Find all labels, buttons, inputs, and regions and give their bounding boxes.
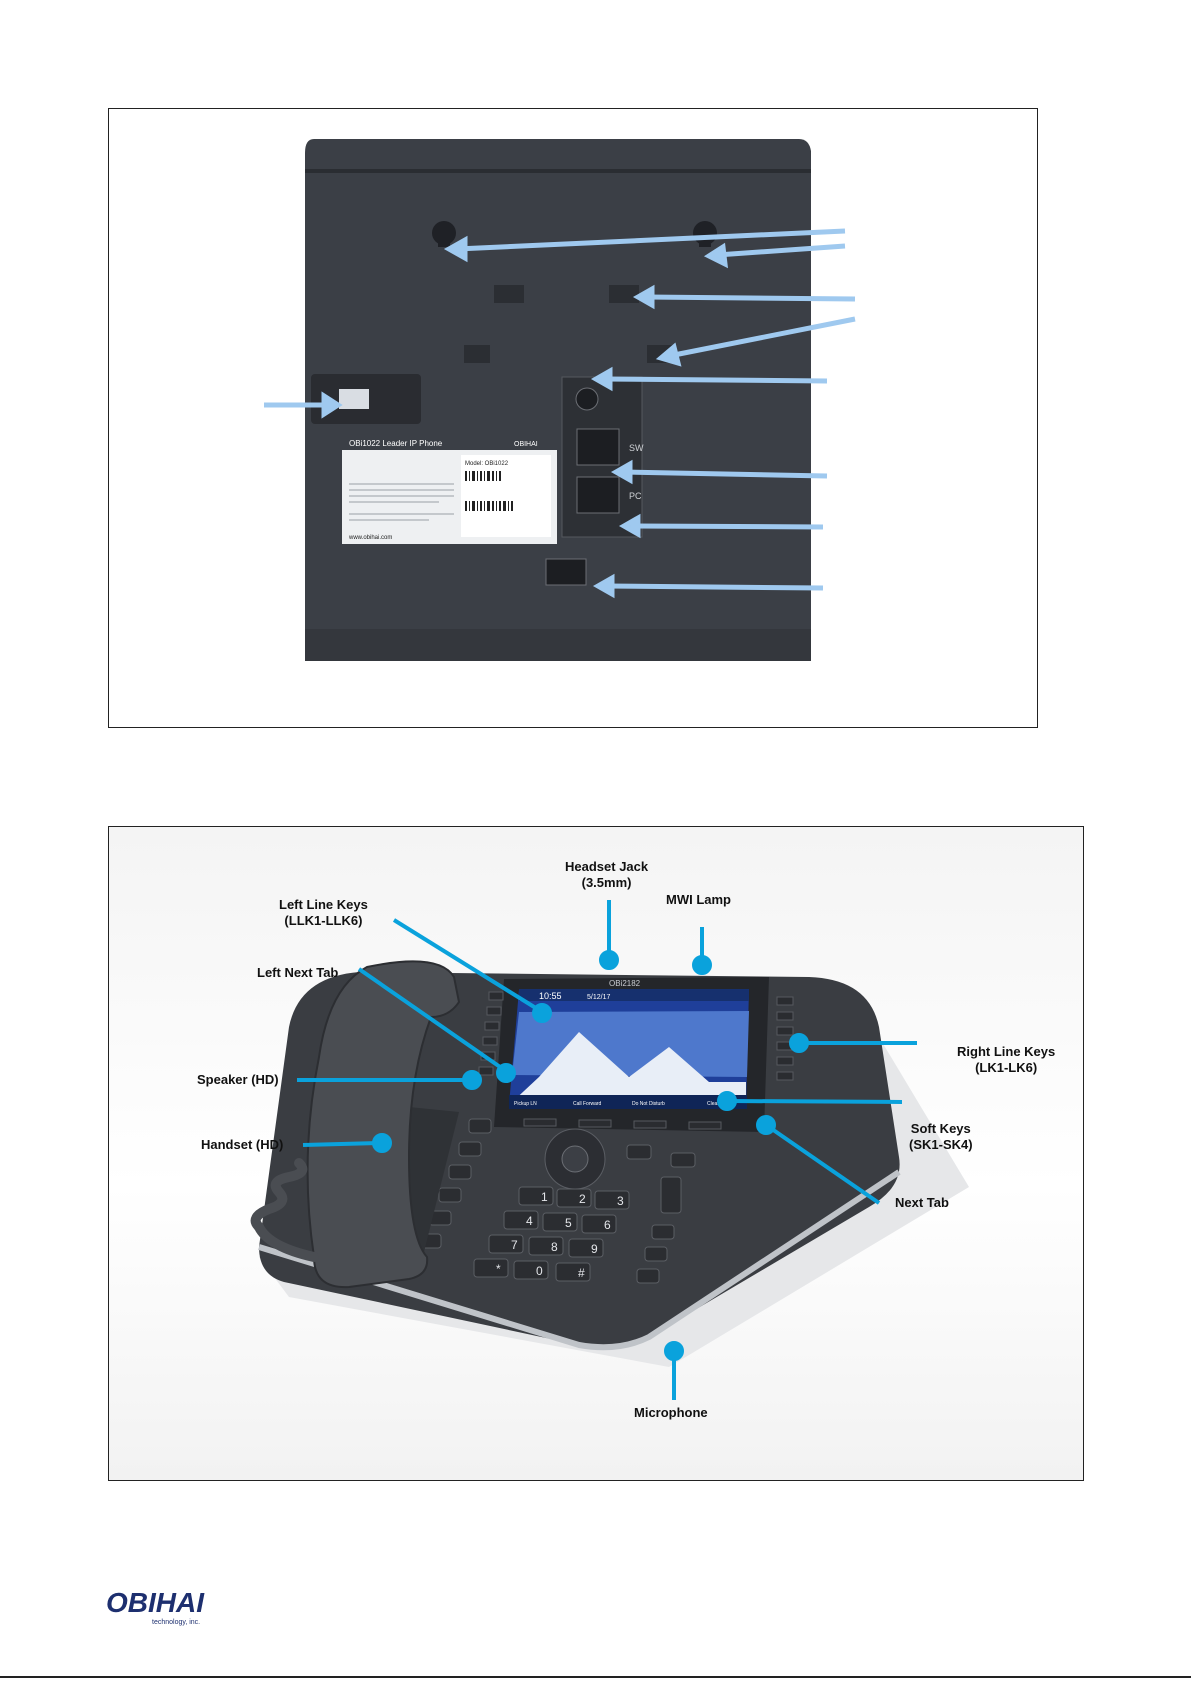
function-keys-left <box>418 1118 492 1249</box>
label-card-model: Model: OBi1022 <box>465 461 509 467</box>
svg-text:8: 8 <box>551 1240 558 1254</box>
callout-headset-jack: Headset Jack (3.5mm) <box>565 859 649 890</box>
callout-right-line-keys: Right Line Keys (LK1-LK6) <box>957 1044 1056 1075</box>
left-line-keys <box>478 991 504 1076</box>
svg-text:*: * <box>496 1262 501 1276</box>
keypad <box>473 1186 630 1282</box>
svg-text:3: 3 <box>617 1194 624 1208</box>
label-card-brand: OBIHAI <box>514 441 538 448</box>
logo-wordmark: OBIHAI <box>106 1587 204 1618</box>
usb-port <box>339 389 369 409</box>
sw-port-label: SW <box>629 443 644 453</box>
screen-softkey-3: Do Not Disturb <box>632 1101 665 1107</box>
svg-text:#: # <box>578 1266 585 1280</box>
screen-date: 5/12/17 <box>587 994 610 1001</box>
label-card-footer: www.obihai.com <box>348 535 392 541</box>
stand-slot-3 <box>464 345 490 363</box>
callout-microphone: Microphone <box>634 1405 708 1420</box>
handset <box>306 960 461 1289</box>
keyhole-left <box>432 221 456 247</box>
svg-text:4: 4 <box>526 1214 533 1228</box>
function-keys-right <box>626 1144 696 1284</box>
obihai-logo: OBIHAI technology, inc. <box>106 1588 246 1636</box>
screen-time: 10:55 <box>539 991 562 1001</box>
front-view-illustration: 10:55 5/12/17 Pickup LN Call Forward Do … <box>250 900 969 1400</box>
svg-text:1: 1 <box>541 1190 548 1204</box>
pc-port-label: PC <box>629 491 642 501</box>
front-callout-lines <box>297 900 917 1400</box>
label-card-fineprint <box>349 483 454 521</box>
callout-next-tab: Next Tab <box>895 1195 949 1210</box>
label-card-title: OBi1022 Leader IP Phone <box>349 439 443 448</box>
screen-softkey-bar <box>509 1095 747 1109</box>
svg-text:5: 5 <box>565 1216 572 1230</box>
front-view-figure: 10:55 5/12/17 Pickup LN Call Forward Do … <box>108 826 1084 1481</box>
callout-left-next-tab: Left Next Tab <box>257 965 339 980</box>
screen-status-bar <box>519 989 749 1001</box>
rear-view-illustration: SW PC OBi1022 Leader IP Phone OBIHAI Mod… <box>264 139 856 661</box>
soft-key-buttons <box>523 1118 722 1130</box>
screen-windmills <box>509 1032 746 1109</box>
logo-tagline: technology, inc. <box>152 1619 201 1626</box>
sw-port <box>576 428 620 466</box>
callout-soft-keys: Soft Keys (SK1-SK4) <box>909 1121 973 1152</box>
right-line-keys <box>776 996 794 1081</box>
barcode-2 <box>465 501 513 511</box>
callout-speaker: Speaker (HD) <box>197 1072 279 1087</box>
handset-cord <box>250 1158 319 1262</box>
svg-text:2: 2 <box>579 1192 586 1206</box>
label-card-barcode-box <box>461 455 551 537</box>
nav-center <box>561 1145 589 1173</box>
handset-port <box>545 558 587 586</box>
screen-softkey-2: Call Forward <box>573 1101 602 1107</box>
screen-softkey-1: Pickup LN <box>514 1101 537 1107</box>
stand-slot-1 <box>494 285 524 303</box>
rear-callout-arrows <box>264 228 856 599</box>
phone-brand-mark: OBi2182 <box>609 979 641 988</box>
svg-text:7: 7 <box>511 1238 518 1252</box>
callout-mwi-lamp: MWI Lamp <box>666 892 731 907</box>
pc-port <box>576 476 620 514</box>
phone-body-edge <box>258 1169 901 1351</box>
svg-text:0: 0 <box>536 1264 543 1278</box>
page-bottom-rule <box>0 1676 1191 1678</box>
svg-text:9: 9 <box>591 1242 598 1256</box>
callout-handset: Handset (HD) <box>201 1137 284 1152</box>
label-card-header <box>342 434 557 450</box>
callout-left-line-keys: Left Line Keys (LLK1-LLK6) <box>279 897 368 928</box>
keypad-digits: 1 2 3 4 5 6 7 8 9 * 0 # <box>496 1190 624 1280</box>
rear-view-figure: SW PC OBi1022 Leader IP Phone OBIHAI Mod… <box>108 108 1038 728</box>
power-jack <box>575 387 599 411</box>
screen-softkey-4: Clear <box>707 1101 719 1107</box>
phone-back-bottom-band <box>305 629 811 661</box>
stand-slot-2 <box>609 285 639 303</box>
barcode-1 <box>465 471 501 481</box>
svg-text:6: 6 <box>604 1218 611 1232</box>
